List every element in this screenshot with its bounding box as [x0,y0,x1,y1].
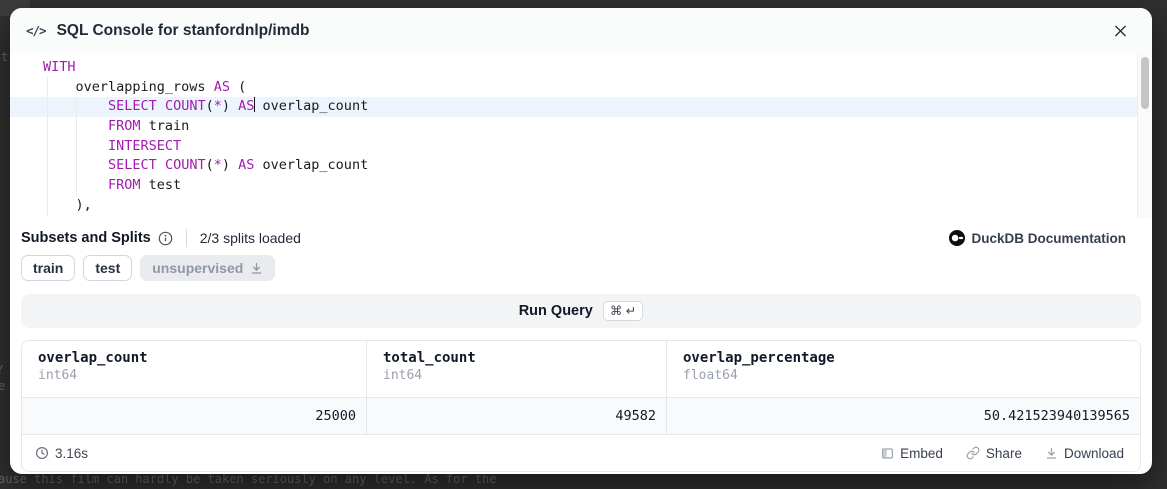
split-tag-test[interactable]: test [83,255,132,281]
results-header-row: overlap_countint64total_countint64overla… [22,341,1140,397]
download-button[interactable]: Download [1045,446,1124,461]
background-text-fragment: ause this film can hardly be taken serio… [0,472,497,486]
action-label: Share [986,446,1022,461]
subsets-left: Subsets and Splits 2/3 splits loaded [21,229,301,247]
background-text-fragment: Y [0,363,3,377]
subsets-title: Subsets and Splits [21,230,151,246]
editor-scrollbar[interactable] [1137,53,1152,218]
code-line[interactable]: FROM test [10,176,1138,196]
duckdb-documentation-link[interactable]: DuckDB Documentation [949,230,1126,246]
column-header-overlap_count: overlap_count int64 [22,341,367,397]
embed-button[interactable]: Embed [881,446,943,461]
close-icon [1113,23,1128,38]
code-icon: </> [26,23,46,38]
modal-title: SQL Console for stanfordnlp/imdb [57,22,310,40]
code-line[interactable]: ), [10,196,1138,216]
clock-icon [35,446,49,460]
code-area: WITH overlapping_rows AS ( SELECT COUNT(… [10,58,1138,216]
code-line[interactable]: WITH [10,58,1138,78]
run-query-button[interactable]: Run Query ⌘ ↵ [21,294,1141,328]
text-cursor [254,97,256,112]
split-tag-train[interactable]: train [21,255,75,281]
column-type: float64 [683,368,1124,383]
cell-value: 49582 [367,398,667,434]
share-button[interactable]: Share [966,446,1022,461]
column-type: int64 [383,368,650,383]
info-icon [158,231,173,246]
results-actions: Embed Share Download [881,446,1124,461]
cell-value: 25000 [22,398,367,434]
code-line-active[interactable]: SELECT COUNT(*) AS overlap_count [10,97,1138,117]
background-text-fragment: e [0,379,5,393]
duckdb-logo-icon [949,230,965,246]
embed-icon [881,447,894,460]
info-button[interactable] [158,231,173,246]
column-name: overlap_count [38,350,350,366]
action-label: Embed [900,446,943,461]
column-header-total_count: total_count int64 [367,341,667,397]
editor-scrollbar-thumb[interactable] [1141,57,1149,109]
results-data-row: 250004958250.421523940139565 [22,397,1140,434]
sql-console-modal: </> SQL Console for stanfordnlp/imdb WIT… [10,8,1152,474]
query-duration-label: 3.16s [55,446,88,461]
column-type: int64 [38,368,350,383]
close-button[interactable] [1113,23,1128,38]
results-table: overlap_countint64total_countint64overla… [21,340,1141,472]
download-icon [250,262,263,275]
action-label: Download [1064,446,1124,461]
results-footer: 3.16s Embed Share Download [22,434,1140,471]
sql-editor[interactable]: WITH overlapping_rows AS ( SELECT COUNT(… [10,53,1152,218]
column-name: total_count [383,350,650,366]
subsets-row: Subsets and Splits 2/3 splits loaded Duc… [21,226,1141,250]
modal-header: </> SQL Console for stanfordnlp/imdb [10,8,1152,53]
run-query-label: Run Query [519,303,593,319]
code-line[interactable]: SELECT COUNT(*) AS overlap_count [10,156,1138,176]
keyboard-shortcut-badge: ⌘ ↵ [603,301,643,321]
background-text-fragment: t [1,50,8,64]
cell-value: 50.421523940139565 [667,398,1140,434]
code-line[interactable]: FROM train [10,117,1138,137]
code-line[interactable]: INTERSECT [10,137,1138,157]
splits-loaded-status: 2/3 splits loaded [200,230,301,246]
divider [186,229,187,247]
column-header-overlap_percentage: overlap_percentage float64 [667,341,1140,397]
query-duration: 3.16s [35,446,88,461]
duckdb-documentation-label: DuckDB Documentation [971,231,1126,246]
column-name: overlap_percentage [683,350,1124,366]
split-tag-unsupervised[interactable]: unsupervised [140,255,275,281]
link-icon [966,446,980,460]
download-icon [1045,447,1058,460]
code-line[interactable]: overlapping_rows AS ( [10,78,1138,98]
split-tags-row: train test unsupervised [21,255,1141,281]
